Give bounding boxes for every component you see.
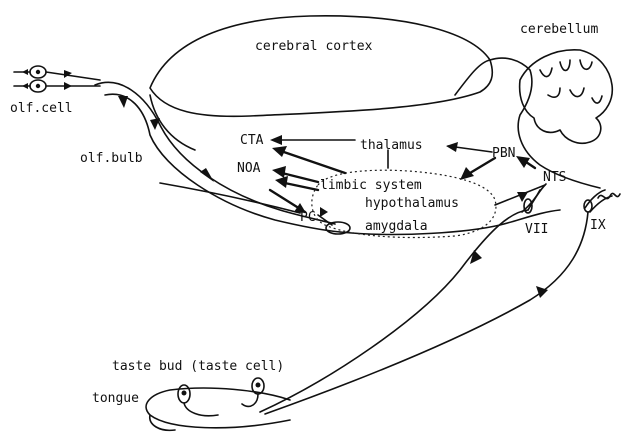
olfactory-cells bbox=[14, 66, 100, 92]
chorda-tympani-nerve bbox=[260, 210, 528, 412]
limbic-to-noa-arrow-2 bbox=[275, 176, 288, 188]
ix-ganglion bbox=[584, 200, 592, 212]
label-olf-cell: olf.cell bbox=[10, 101, 73, 116]
label-pbn: PBN bbox=[492, 146, 515, 161]
cerebellum-outline bbox=[520, 50, 613, 143]
limbic-to-noa-arrow-1 bbox=[272, 166, 286, 178]
label-noa: NOA bbox=[237, 161, 261, 176]
pbn-to-thalamus-arrow bbox=[446, 142, 458, 152]
olf-tract-arrow-1 bbox=[118, 96, 128, 108]
pbn-to-limbic-arrow bbox=[460, 167, 474, 180]
ix-squiggle bbox=[598, 193, 620, 198]
limbic-to-cta-line bbox=[278, 150, 345, 173]
label-cerebellum: cerebellum bbox=[520, 22, 598, 37]
pc-arrow bbox=[320, 207, 328, 217]
label-vii: VII bbox=[525, 222, 548, 237]
label-taste-bud: taste bud (taste cell) bbox=[112, 359, 284, 374]
vii-nerve-arrow bbox=[470, 250, 482, 264]
vii-nerve-entry bbox=[522, 184, 546, 212]
cerebellum-folia bbox=[540, 60, 602, 103]
label-cerebral-cortex: cerebral cortex bbox=[255, 39, 373, 54]
label-thalamus: thalamus bbox=[360, 138, 423, 153]
label-amygdala: amygdala bbox=[365, 219, 428, 234]
label-tongue: tongue bbox=[92, 391, 139, 406]
label-ix: IX bbox=[590, 218, 606, 233]
label-olf-bulb: olf.bulb bbox=[80, 151, 143, 166]
basal-forebrain-line bbox=[160, 183, 300, 213]
label-pc: PC bbox=[300, 210, 316, 225]
taste-bud-1 bbox=[178, 385, 218, 416]
label-cta: CTA bbox=[240, 133, 264, 148]
label-hypothalamus: hypothalamus bbox=[365, 196, 459, 211]
label-nts: NTS bbox=[543, 170, 566, 185]
cerebral-cortex-outline bbox=[150, 16, 492, 117]
label-limbic-system: limbic system bbox=[320, 178, 422, 193]
olf-tract-arrow-2 bbox=[150, 118, 160, 130]
thalamus-to-cta-arrow bbox=[270, 135, 282, 145]
olf-tract-arrow-3 bbox=[200, 168, 214, 182]
